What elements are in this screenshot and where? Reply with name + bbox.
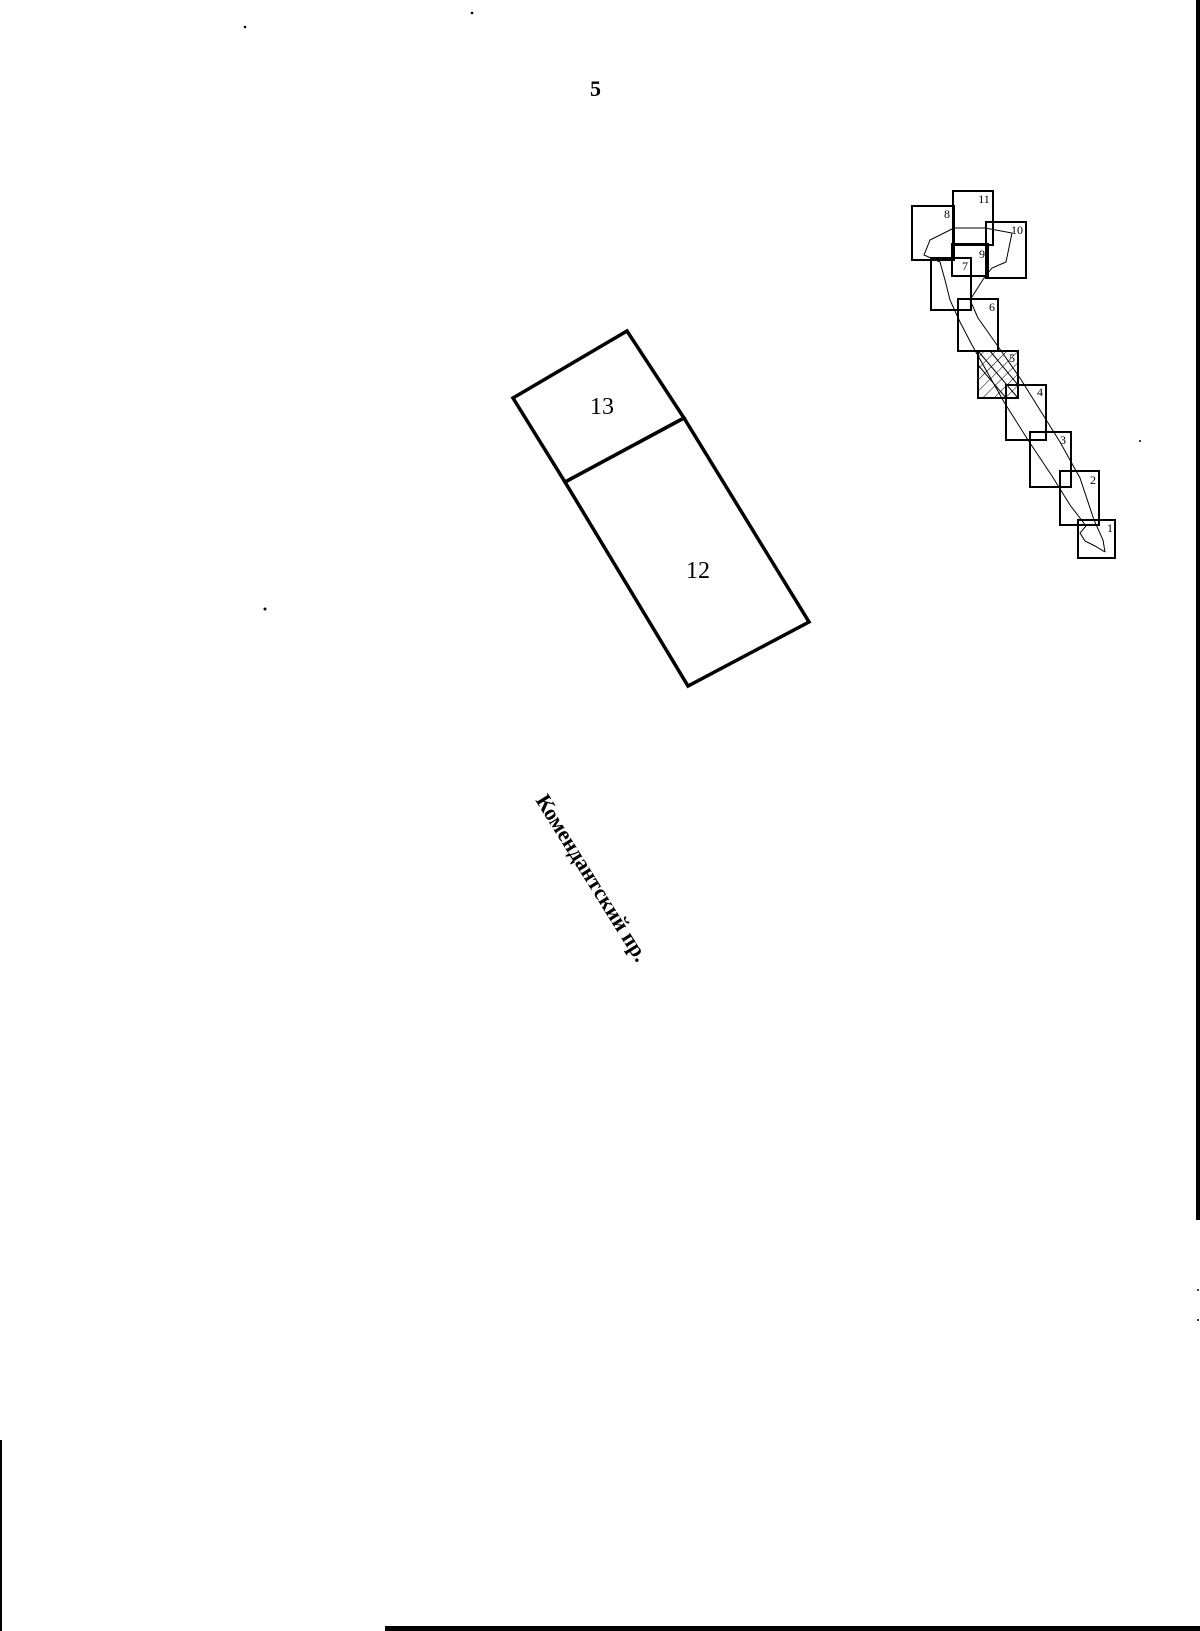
index-sheet-label-9: 9 [979, 247, 985, 261]
index-sheet-label-8: 8 [944, 207, 950, 221]
scan-edge-right [1196, 0, 1200, 1220]
index-sheet-label-6: 6 [989, 300, 995, 314]
index-sheet-11 [952, 190, 994, 246]
index-sheet-label-11: 11 [978, 192, 990, 206]
main-parcels [510, 328, 812, 689]
parcel-12 [562, 415, 812, 689]
sheet-index-map: 1 2 3 4 5 6 7 8 9 10 11 [911, 190, 1116, 559]
index-sheet-label-7: 7 [962, 259, 968, 273]
parcel-12-label: 12 [686, 558, 710, 584]
index-sheet-4 [1005, 384, 1047, 441]
parcel-13-label: 13 [590, 394, 614, 420]
index-sheet-label-5: 5 [1009, 351, 1015, 365]
index-sheet-10 [985, 221, 1027, 279]
index-sheet-label-1: 1 [1107, 521, 1113, 535]
index-sheet-label-3: 3 [1060, 433, 1066, 447]
scan-edge-left [0, 1440, 2, 1631]
index-sheet-label-4: 4 [1037, 385, 1043, 399]
index-sheet-label-10: 10 [1011, 223, 1023, 237]
scan-edge-bottom [385, 1626, 1200, 1631]
index-sheet-label-2: 2 [1090, 473, 1096, 487]
index-sheet-2 [1059, 470, 1100, 526]
index-sheet-3 [1029, 431, 1072, 488]
index-sheet-1 [1077, 519, 1116, 559]
scan-specks [243, 11, 1199, 1321]
page-number: 5 [590, 76, 601, 101]
